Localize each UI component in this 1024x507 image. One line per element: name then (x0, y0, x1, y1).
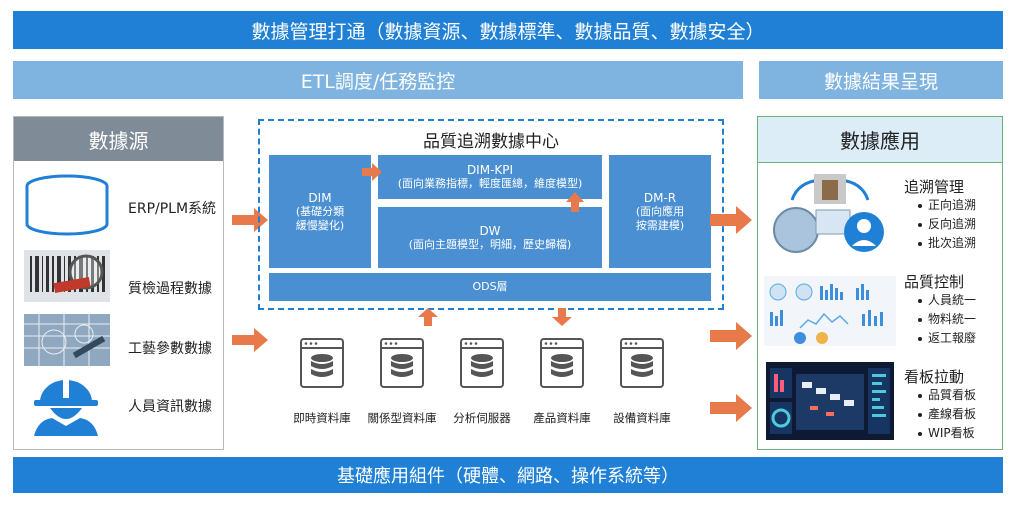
database-label: 設備資料庫 (613, 411, 671, 425)
top-banner: 數據管理打通（數據資源、數據標準、數據品質、數據安全） (13, 11, 1003, 49)
dim-block: DIM (基礎分類 緩慢變化) (269, 155, 371, 268)
source-item-inspection-label: 質檢過程數據 (128, 281, 212, 297)
source-item-process-label: 工藝參數數據 (128, 341, 212, 357)
app-group-item: 物料統一 (918, 310, 976, 329)
blueprint-photo-icon (24, 314, 110, 366)
app-group-title: 品質控制 (904, 273, 965, 291)
arrow-right-icon (710, 394, 752, 422)
arrow-right-icon (710, 206, 752, 234)
data-application-header: 數據應用 (758, 117, 1002, 163)
app-group-item: 人員統一 (918, 291, 976, 310)
kanban-dashboard-icon (766, 362, 894, 440)
server-db-icon (380, 338, 424, 392)
source-item-personnel-label: 人員資訊數據 (128, 399, 212, 415)
top-banner-label: 數據管理打通（數據資源、數據標準、數據品質、數據安全） (251, 20, 765, 43)
data-application-title: 數據應用 (840, 129, 920, 153)
database-label: 分析伺服器 (453, 411, 511, 425)
database-label: 即時資料庫 (293, 411, 351, 425)
app-group-item: 品質看板 (918, 386, 976, 405)
source-item-erp-label: ERP/PLM系統 (128, 201, 217, 217)
dm-r-desc: (面向應用 按需建模) (635, 204, 685, 232)
dim-desc: (基礎分類 緩慢變化) (295, 204, 345, 232)
bottom-banner: 基礎應用組件（硬體、網路、操作系統等） (13, 457, 1003, 493)
dm-r-title: DM-R (643, 190, 677, 205)
barcode-photo-icon (24, 250, 110, 302)
ods-block: ODS層 (269, 273, 711, 301)
database-label: 產品資料庫 (533, 411, 591, 425)
database-row: 即時資料庫 關係型資料庫 分析伺服器 產品資料庫 設備資料庫 (278, 338, 718, 430)
dim-title: DIM (308, 190, 332, 205)
app-group-item: 產線看板 (918, 405, 976, 424)
app-group-item: 批次追溯 (918, 234, 976, 253)
app-group-item: 正向追溯 (918, 196, 976, 215)
dm-r-block: DM-R (面向應用 按需建模) (609, 155, 711, 268)
server-db-icon (460, 338, 504, 392)
app-group-item: 返工報廢 (918, 329, 976, 348)
arrow-down-icon (552, 308, 572, 326)
arrow-up-icon (566, 192, 584, 212)
app-group-title: 看板拉動 (904, 368, 965, 386)
dim-kpi-desc: (面向業務指標，輕度匯總，維度模型) (397, 177, 583, 190)
bottom-banner-label: 基礎應用組件（硬體、網路、操作系統等） (337, 466, 679, 487)
arrow-right-icon (232, 328, 268, 352)
traceability-illustration-icon (770, 170, 890, 258)
app-group-item: WIP看板 (918, 424, 975, 443)
etl-banner-label: ETL調度/任務監控 (300, 70, 456, 93)
dw-desc: (面向主題模型，明細，歷史歸檔) (408, 237, 572, 251)
results-banner: 數據結果呈現 (759, 61, 1003, 99)
server-db-icon (300, 338, 344, 392)
etl-banner: ETL調度/任務監控 (13, 61, 743, 99)
arrow-up-icon (418, 308, 438, 326)
arrow-right-icon (710, 322, 752, 350)
worker-helmet-icon (30, 380, 102, 436)
dw-title: DW (479, 223, 501, 238)
quality-dashboard-icon (764, 276, 896, 346)
dw-block: DW (面向主題模型，明細，歷史歸檔) (378, 207, 602, 268)
database-label: 關係型資料庫 (367, 411, 437, 425)
results-banner-label: 數據結果呈現 (823, 70, 938, 93)
data-center-title: 品質追溯數據中心 (423, 132, 559, 152)
app-group-item: 反向追溯 (918, 215, 976, 234)
dim-kpi-block: DIM-KPI (面向業務指標，輕度匯總，維度模型) (378, 155, 602, 199)
app-group-title: 追溯管理 (904, 178, 965, 196)
data-source-header: 數據源 (14, 117, 223, 161)
database-cylinder-icon (24, 174, 110, 236)
server-db-icon (620, 338, 664, 392)
server-db-icon (540, 338, 584, 392)
data-source-title: 數據源 (88, 128, 149, 153)
ods-title: ODS層 (472, 280, 508, 293)
dim-kpi-title: DIM-KPI (466, 163, 514, 177)
arrow-right-icon (362, 163, 382, 181)
